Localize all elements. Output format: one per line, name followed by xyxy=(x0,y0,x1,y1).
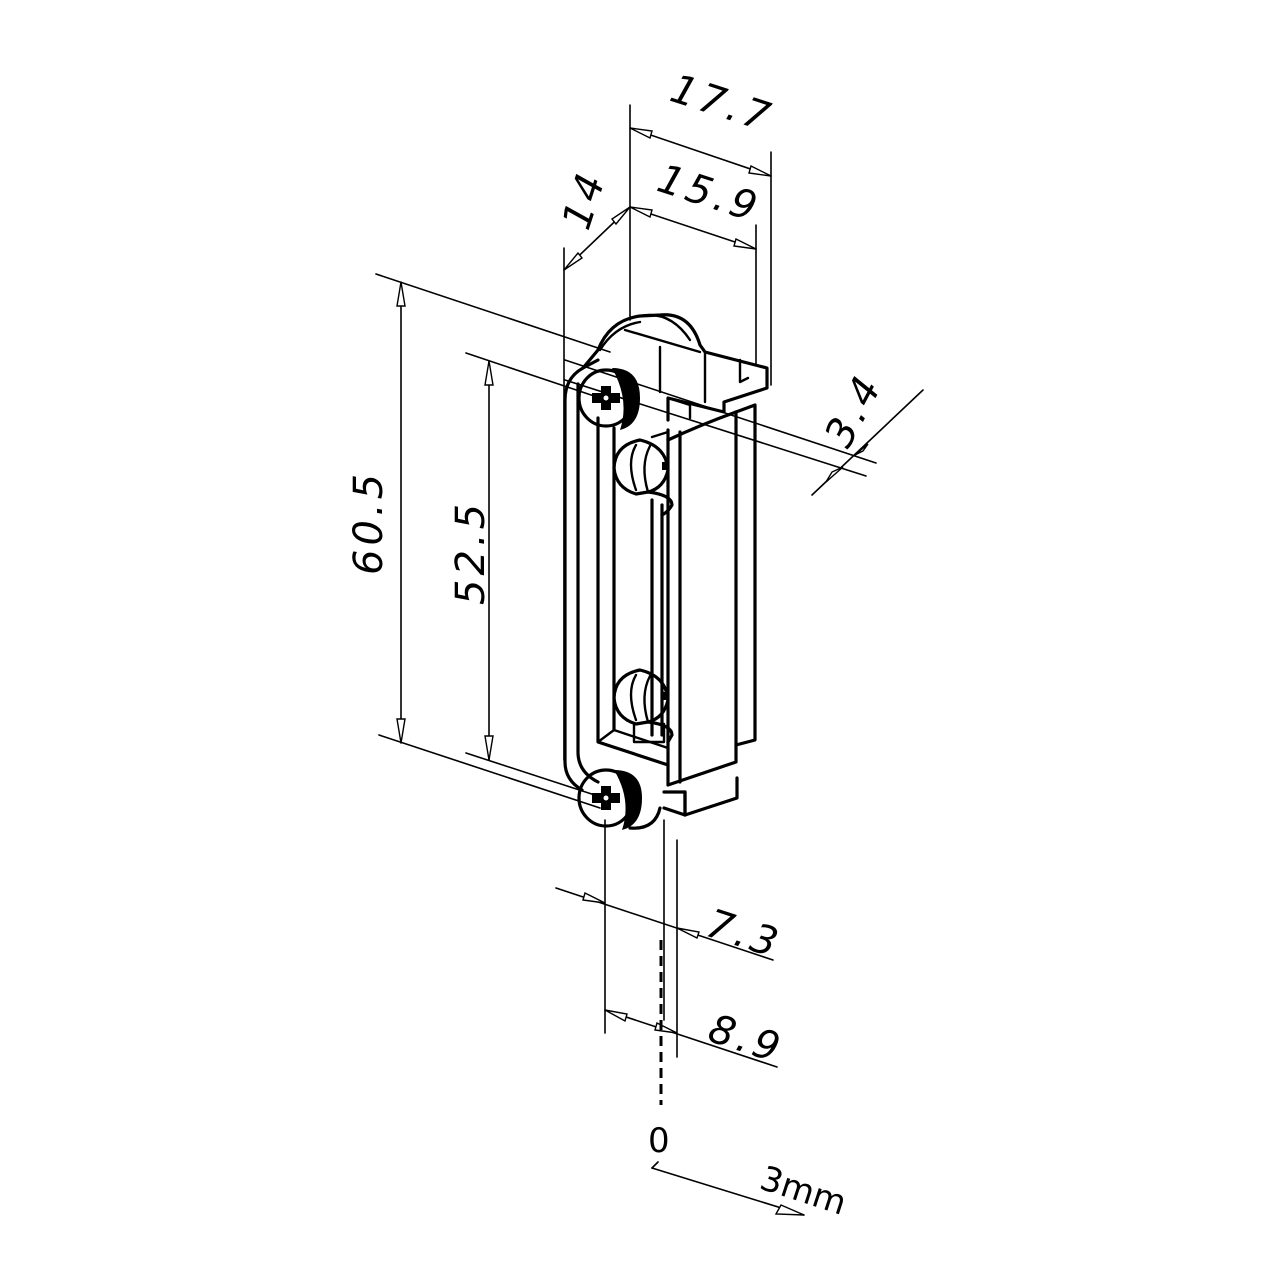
dim-label-8-9: 8.9 xyxy=(703,1006,789,1073)
dimension-width-inner: 15.9 xyxy=(629,156,766,366)
adjustment-indicator: 0 3mm xyxy=(648,1121,851,1224)
zero-label: 0 xyxy=(648,1121,670,1161)
dimension-height-screws: 52.5 xyxy=(448,352,613,801)
upper-latch-roller xyxy=(612,438,674,517)
dimension-height-total: 60.5 xyxy=(346,273,611,809)
dim-label-60-5: 60.5 xyxy=(346,470,392,575)
dim-label-17-7: 17.7 xyxy=(665,66,779,142)
dim-label-3-4: 3.4 xyxy=(816,366,892,454)
dim-label-14: 14 xyxy=(554,165,616,235)
lower-latch-roller xyxy=(612,668,674,744)
dim-label-7-3: 7.3 xyxy=(701,901,787,968)
dim-label-52-5: 52.5 xyxy=(448,500,494,605)
dimension-offsets: 7.3 8.9 xyxy=(555,819,789,1105)
strike-body xyxy=(563,313,769,817)
bottom-screw xyxy=(577,768,662,830)
top-screw xyxy=(577,368,640,430)
